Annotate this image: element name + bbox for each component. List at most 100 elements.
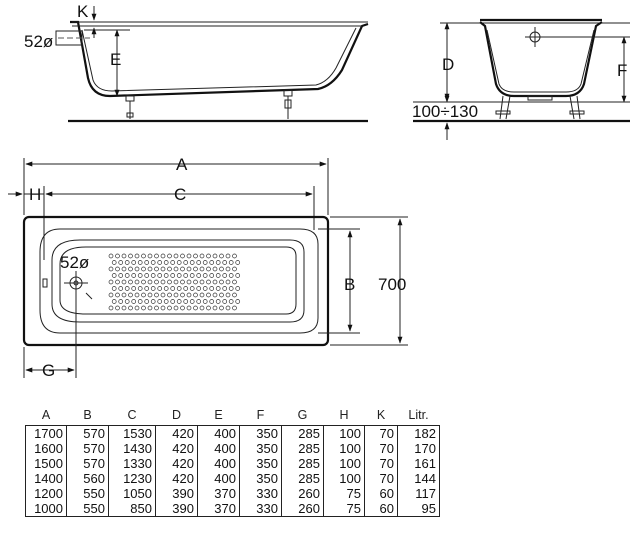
table-cell: 70 (379, 441, 394, 456)
table-cell: 1330 (123, 456, 152, 471)
table-cell: 1430 (123, 441, 152, 456)
technical-drawing: K 52ø E D (8, 2, 630, 380)
table-cell: 100 (339, 441, 361, 456)
column-header-5: E (214, 408, 223, 422)
table-cell: 400 (214, 456, 236, 471)
table-cell: 1200 (34, 486, 63, 501)
side-bath-outline (70, 20, 369, 98)
table-cell: 170 (414, 441, 436, 456)
table-cell: 100 (339, 426, 361, 441)
table-cell: 1000 (34, 501, 63, 516)
overflow-outlet (42, 278, 48, 288)
table-cell: 570 (83, 456, 105, 471)
table-cell: 1500 (34, 456, 63, 471)
table-cell: 560 (83, 471, 105, 486)
table-cell: 117 (415, 486, 436, 501)
table-cell: 60 (379, 486, 394, 501)
table-cell: 350 (256, 426, 278, 441)
table-cell: 570 (83, 426, 105, 441)
label-floor-gap: 100÷130 (412, 102, 478, 121)
table-cell: 350 (256, 441, 278, 456)
end-legs (495, 95, 585, 120)
table-cell: 370 (214, 486, 236, 501)
table-cell: 100 (339, 471, 361, 486)
table-cell: 370 (214, 501, 236, 516)
table-cell: 70 (379, 426, 394, 441)
label-c: C (174, 185, 186, 204)
table-cell: 100 (339, 456, 361, 471)
table-cell: 390 (172, 486, 194, 501)
table-cell: 420 (172, 471, 194, 486)
table-cell: 850 (130, 501, 152, 516)
end-view: D F 100÷130 (412, 18, 630, 140)
table-cell: 260 (298, 486, 320, 501)
table-cell: 1600 (34, 441, 63, 456)
label-52-diameter-side: 52ø (24, 32, 53, 51)
column-header-6: F (256, 408, 265, 422)
table-cell: 350 (256, 456, 278, 471)
table-cell: 182 (414, 426, 436, 441)
table-cell: 350 (256, 471, 278, 486)
end-bath-outline (479, 21, 603, 98)
table-cell: 285 (298, 471, 320, 486)
table-cell: 144 (414, 471, 436, 486)
top-view: A H C B 700 52ø G (8, 155, 408, 380)
top-bath-outline (22, 215, 330, 347)
table-cell: 400 (214, 441, 236, 456)
anti-slip-pattern (108, 253, 241, 311)
label-52-diameter-top: 52ø (60, 253, 89, 272)
column-header-2: B (83, 408, 92, 422)
table-cell: 420 (172, 456, 194, 471)
side-view: K 52ø E (24, 2, 369, 123)
table-cell: 75 (346, 486, 361, 501)
column-header-10: Litr. (408, 408, 429, 422)
table-cell: 70 (379, 471, 394, 486)
table-cell: 285 (298, 441, 320, 456)
table-cell: 420 (172, 441, 194, 456)
label-a: A (176, 155, 188, 174)
table-cell: 390 (172, 501, 194, 516)
column-header-4: D (171, 408, 182, 422)
table-cell: 260 (298, 501, 320, 516)
table-cell: 75 (346, 501, 361, 516)
label-g: G (42, 361, 55, 380)
label-d: D (442, 55, 454, 74)
table-cell: 330 (256, 486, 278, 501)
label-k: K (77, 2, 89, 21)
table-cell: 95 (421, 501, 436, 516)
table-cell: 420 (172, 426, 194, 441)
table-cell: 400 (214, 426, 236, 441)
table-cell: 400 (214, 471, 236, 486)
label-700: 700 (378, 275, 406, 294)
column-header-3: C (127, 408, 137, 422)
table-cell: 570 (83, 441, 105, 456)
column-header-1: A (41, 408, 51, 422)
table-cell: 330 (256, 501, 278, 516)
table-cell: 1230 (123, 471, 152, 486)
side-bath-inner (81, 27, 357, 92)
table-cell: 1400 (34, 471, 63, 486)
label-h: H (29, 185, 41, 204)
column-header-9: K (376, 408, 386, 422)
label-e: E (110, 50, 121, 69)
table-cell: 550 (83, 501, 105, 516)
label-f: F (617, 61, 627, 80)
table-cell: 285 (298, 456, 320, 471)
table-cell: 1530 (123, 426, 152, 441)
column-header-7: G (297, 408, 308, 422)
table-cell: 60 (379, 501, 394, 516)
table-cell: 1700 (34, 426, 63, 441)
